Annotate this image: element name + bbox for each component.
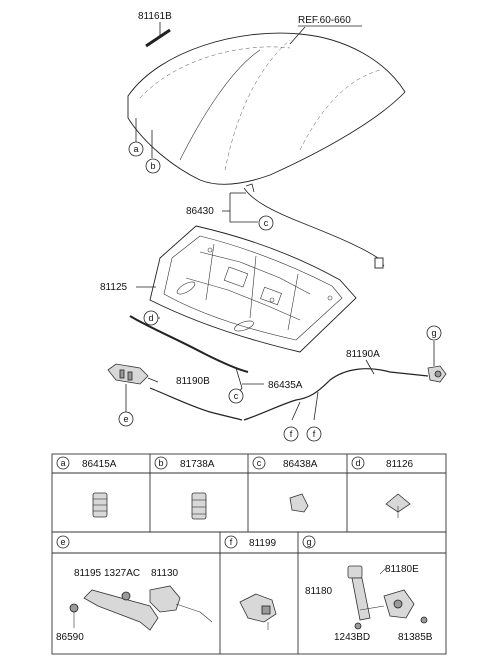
label-81180: 81180 (305, 586, 333, 597)
svg-text:d: d (148, 313, 153, 323)
svg-text:f: f (313, 429, 316, 439)
svg-text:c: c (257, 458, 262, 468)
label-86435A: 86435A (268, 380, 303, 391)
parts-table (51, 453, 447, 655)
callout-e-latch: e (118, 411, 134, 427)
callout-f-right: f (306, 426, 322, 442)
label-81738A: 81738A (180, 459, 215, 470)
table-cell-c: c 86438A (252, 456, 318, 513)
label-81190A: 81190A (346, 349, 380, 360)
table-cell-g: g 81180E 81180 1243BD 81385B (302, 535, 433, 643)
label-81180E: 81180E (385, 564, 419, 575)
callout-a-hood: a (128, 141, 144, 157)
front-seal-part (129, 315, 249, 373)
label-ref: REF.60-660 (298, 15, 351, 26)
callout-d-seal: d (143, 310, 159, 326)
label-86590: 86590 (56, 632, 84, 643)
label-81199: 81199 (249, 538, 277, 549)
label-81161B: 81161B (138, 11, 172, 22)
label-86415A: 86415A (82, 459, 117, 470)
callout-f-left: f (283, 426, 299, 442)
label-86438A: 86438A (283, 459, 318, 470)
svg-text:b: b (150, 161, 155, 171)
svg-text:c: c (234, 391, 239, 401)
label-81126: 81126 (386, 459, 414, 470)
hood-panel (127, 32, 406, 185)
table-cell-a: a 86415A (56, 456, 117, 518)
weatherstrip-part (243, 183, 385, 269)
svg-text:g: g (306, 537, 311, 547)
release-cable-81190A (243, 368, 429, 421)
svg-text:f: f (230, 537, 233, 547)
label-81130: 81130 (151, 568, 179, 579)
table-cell-d: d 81126 (351, 456, 414, 518)
hood-insulator-part (149, 225, 357, 353)
release-cable-81190B (149, 387, 243, 421)
label-81125: 81125 (100, 282, 128, 293)
callout-c-seal: c (258, 215, 274, 231)
svg-text:c: c (264, 218, 269, 228)
hood-stay-part (145, 22, 171, 48)
svg-text:b: b (158, 458, 163, 468)
callout-g-handle: g (426, 325, 442, 341)
table-cell-f: f 81199 (224, 535, 277, 630)
svg-text:f: f (290, 429, 293, 439)
release-handle-part (427, 365, 447, 383)
label-1243BD: 1243BD (334, 632, 370, 643)
label-81385B: 81385B (398, 632, 433, 643)
svg-text:a: a (133, 144, 138, 154)
table-cell-b: b 81738A (154, 456, 215, 520)
svg-text:a: a (60, 458, 65, 468)
table-cell-e: e 81195 1327AC 81130 86590 (56, 535, 213, 643)
hood-latch-part (107, 363, 159, 385)
label-81195: 81195 (74, 568, 102, 579)
label-1327AC: 1327AC (104, 568, 140, 579)
label-86430: 86430 (186, 206, 214, 217)
svg-text:g: g (431, 328, 436, 338)
callout-b-hood: b (145, 158, 161, 174)
callout-c-cable: c (228, 388, 244, 404)
svg-text:d: d (355, 458, 360, 468)
svg-text:e: e (123, 414, 128, 424)
label-81190B: 81190B (176, 376, 210, 387)
svg-text:e: e (60, 537, 65, 547)
